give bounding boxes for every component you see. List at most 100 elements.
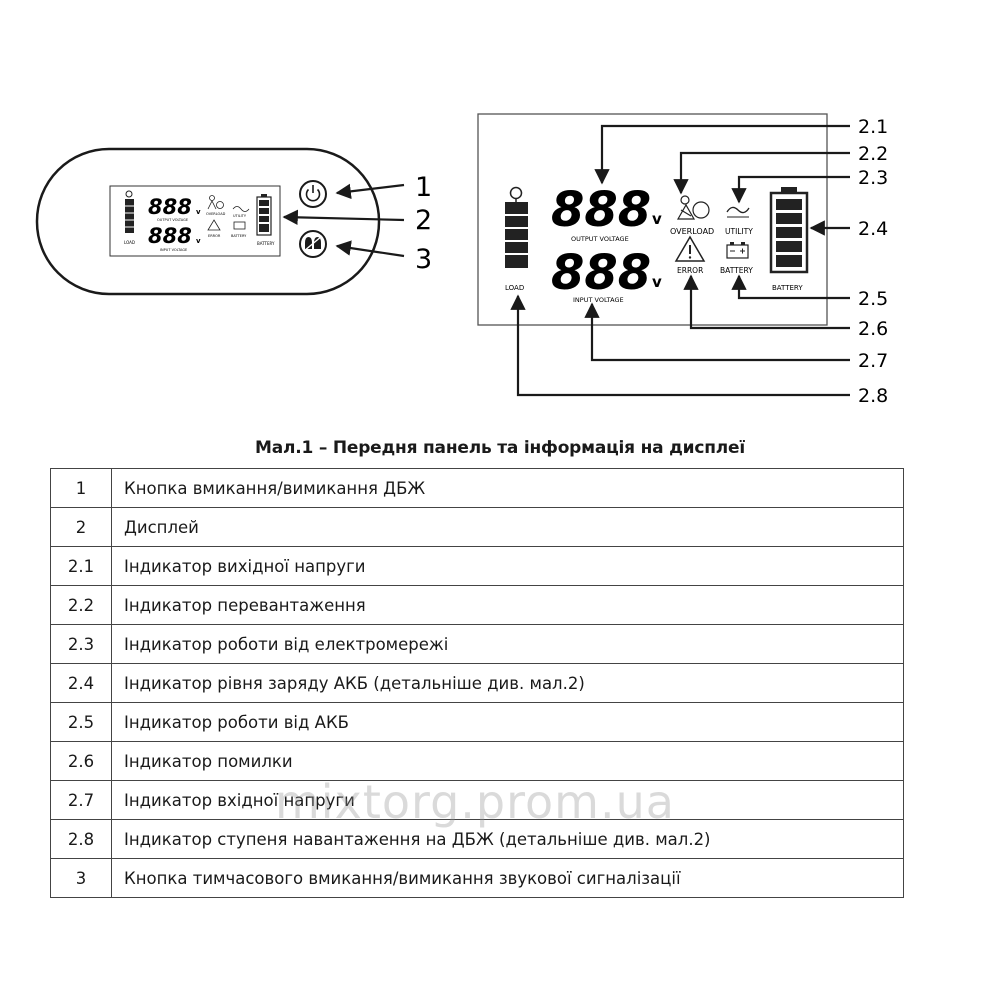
power-button[interactable] — [299, 180, 327, 208]
callout-2.4: 2.4 — [858, 218, 888, 240]
legend-description: Індикатор помилки — [111, 741, 904, 781]
small-input-digits: 888 — [148, 224, 192, 248]
callout-2.2: 2.2 — [858, 143, 888, 165]
output-voltage-unit: v — [652, 210, 662, 228]
input-voltage-unit: v — [652, 273, 662, 291]
ups-front-panel: LOAD 888 v OUTPUT VOLTAGE 888 v INPUT VO… — [35, 147, 432, 296]
battery-level-icon — [769, 187, 809, 274]
small-error-label: ERROR — [208, 234, 221, 238]
alarm-mute-button[interactable] — [299, 230, 327, 258]
legend-description: Індикатор роботи від АКБ — [111, 702, 904, 742]
input-voltage-digits: 888 — [551, 245, 651, 301]
figure-caption: Мал.1 – Передня панель та інформація на … — [254, 438, 745, 458]
small-output-digits: 888 — [148, 195, 192, 219]
small-battery-mode-label: BATTERY — [231, 234, 247, 238]
error-icon — [674, 235, 706, 262]
legend-number: 2 — [50, 507, 112, 547]
small-input-label: INPUT VOLTAGE — [160, 248, 187, 252]
battery-mode-icon — [726, 242, 749, 259]
legend-description: Індикатор рівня заряду АКБ (детальніше д… — [111, 663, 904, 703]
error-label: ERROR — [677, 266, 703, 275]
legend-number: 2.3 — [50, 624, 112, 664]
callout-2-arrow — [282, 209, 405, 226]
leader-2.3 — [731, 175, 850, 204]
callout-1-arrow — [335, 183, 405, 200]
callout-2.8: 2.8 — [858, 385, 888, 407]
legend-description: Кнопка вмикання/вимикання ДБЖ — [111, 468, 904, 508]
load-indicator — [505, 186, 528, 268]
legend-description: Дисплей — [111, 507, 904, 547]
utility-icon — [726, 206, 750, 214]
alarm-mute-icon — [303, 235, 323, 252]
small-overload-label: OVERLOAD — [206, 212, 226, 216]
leader-2.7 — [584, 302, 850, 362]
callout-3-arrow — [335, 240, 405, 258]
utility-label: UTILITY — [725, 227, 753, 236]
battery-level-label: BATTERY — [772, 284, 803, 292]
leader-2.2 — [673, 151, 850, 195]
legend-number: 2.6 — [50, 741, 112, 781]
output-voltage-digits: 888 — [551, 182, 651, 238]
legend-description: Індикатор вихідної напруги — [111, 546, 904, 586]
small-output-label: OUTPUT VOLTAGE — [157, 218, 188, 222]
small-battery-label: BATTERY — [257, 241, 275, 246]
leader-2.8 — [510, 294, 850, 397]
small-battery-level-icon — [256, 194, 272, 236]
leader-2.1 — [594, 124, 850, 185]
legend-description: Індикатор вхідної напруги — [111, 780, 904, 820]
small-overload-icon — [207, 195, 224, 210]
small-load-label: LOAD — [124, 240, 135, 245]
legend-description: Індикатор ступеня навантаження на ДБЖ (д… — [111, 819, 904, 859]
overload-label: OVERLOAD — [670, 227, 714, 236]
power-icon — [305, 185, 321, 202]
callout-2: 2 — [415, 205, 432, 236]
battery-mode-label: BATTERY — [720, 266, 753, 275]
input-voltage-label: INPUT VOLTAGE — [573, 296, 624, 304]
legend-number: 3 — [50, 858, 112, 898]
callout-1: 1 — [415, 172, 432, 203]
legend-description: Індикатор роботи від електромережі — [111, 624, 904, 664]
callout-3: 3 — [415, 244, 432, 275]
callout-2.1: 2.1 — [858, 116, 888, 138]
small-output-unit: v — [196, 208, 201, 216]
legend-number: 2.2 — [50, 585, 112, 625]
legend-description: Кнопка тимчасового вмикання/вимикання зв… — [111, 858, 904, 898]
legend-number: 1 — [50, 468, 112, 508]
overload-icon — [676, 195, 710, 220]
small-load-indicator: LOAD — [124, 190, 135, 245]
legend-number: 2.4 — [50, 663, 112, 703]
lcd-display-detail: LOAD 888 v OUTPUT VOLTAGE 888 v INPUT VO… — [477, 113, 888, 407]
legend-description: Індикатор перевантаження — [111, 585, 904, 625]
small-error-icon — [207, 219, 221, 231]
legend-number: 2.8 — [50, 819, 112, 859]
callout-2.3: 2.3 — [858, 167, 888, 189]
output-voltage-label: OUTPUT VOLTAGE — [571, 235, 629, 243]
front-panel-figure: LOAD 888 v OUTPUT VOLTAGE 888 v INPUT VO… — [35, 113, 888, 407]
small-utility-label: UTILITY — [233, 214, 247, 218]
small-battery-mode-icon — [233, 221, 246, 230]
legend-number: 2.5 — [50, 702, 112, 742]
small-input-unit: v — [196, 237, 201, 245]
callout-2.7: 2.7 — [858, 350, 888, 372]
callout-2.5: 2.5 — [858, 288, 888, 310]
small-utility-icon — [232, 206, 250, 212]
legend-number: 2.1 — [50, 546, 112, 586]
legend-number: 2.7 — [50, 780, 112, 820]
leader-2.6 — [683, 274, 850, 330]
callout-2.6: 2.6 — [858, 318, 888, 340]
leader-2.5 — [731, 274, 850, 300]
load-label: LOAD — [505, 284, 524, 292]
